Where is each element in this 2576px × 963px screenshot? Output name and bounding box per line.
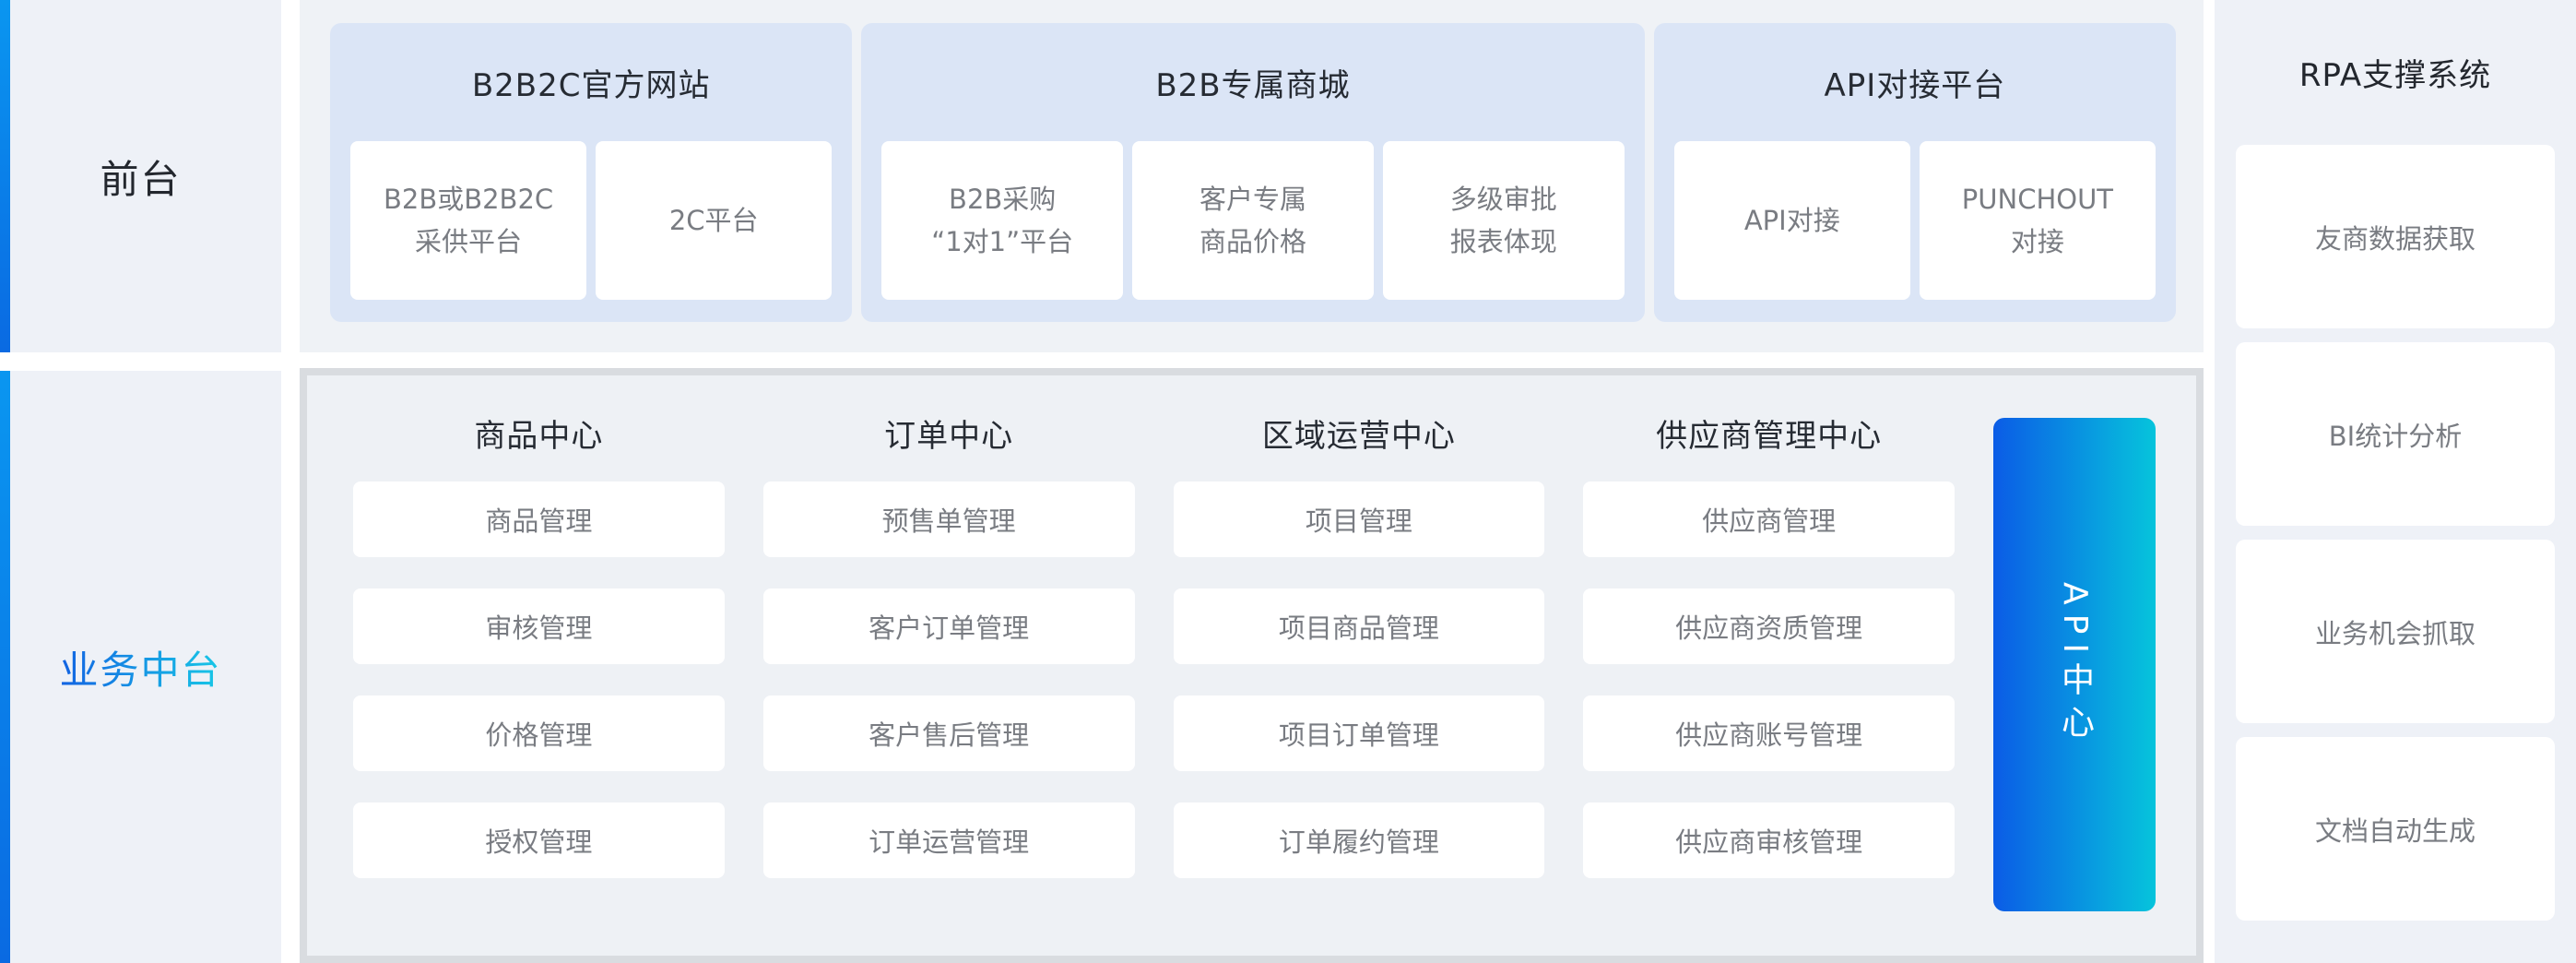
- center-title: 订单中心: [884, 418, 1014, 455]
- center-item: 供应商账号管理: [1583, 695, 1955, 771]
- group-item: 多级审批 报表体现: [1382, 141, 1625, 300]
- center-order: 订单中心 预售单管理 客户订单管理 客户售后管理 订单运营管理: [762, 418, 1135, 911]
- accent-bar: [0, 0, 10, 352]
- main-content-column: B2B2C官方网站 B2B或B2B2C 采供平台 2C平台 B2B专属商城 B2…: [300, 0, 2204, 963]
- center-item: 授权管理: [353, 802, 725, 878]
- group-item: PUNCHOUT 对接: [1919, 141, 2156, 300]
- rpa-item: 业务机会抓取: [2236, 540, 2555, 723]
- center-item: 客户订单管理: [762, 588, 1135, 664]
- front-stage-label-block: 前台: [0, 0, 281, 352]
- rpa-item: 友商数据获取: [2236, 145, 2555, 328]
- center-item: 项目商品管理: [1173, 588, 1545, 664]
- group-item: B2B或B2B2C 采供平台: [350, 141, 587, 300]
- center-supplier: 供应商管理中心 供应商管理 供应商资质管理 供应商账号管理 供应商审核管理: [1583, 418, 1955, 911]
- center-title: 供应商管理中心: [1656, 418, 1883, 455]
- stage-label-column: 前台 业务中台: [0, 0, 281, 963]
- rpa-panel: RPA支撑系统 友商数据获取 BI统计分析 业务机会抓取 文档自动生成: [2215, 0, 2576, 963]
- group-title: API对接平台: [1824, 66, 2006, 104]
- center-region-operation: 区域运营中心 项目管理 项目商品管理 项目订单管理 订单履约管理: [1173, 418, 1545, 911]
- center-item: 审核管理: [353, 588, 725, 664]
- rpa-item: BI统计分析: [2236, 342, 2555, 526]
- group-items: API对接 PUNCHOUT 对接: [1654, 141, 2176, 322]
- center-item: 商品管理: [353, 481, 725, 557]
- center-item: 供应商审核管理: [1583, 802, 1955, 878]
- center-item: 项目订单管理: [1173, 695, 1545, 771]
- rpa-title: RPA支撑系统: [2298, 57, 2492, 94]
- front-stage-panel: B2B2C官方网站 B2B或B2B2C 采供平台 2C平台 B2B专属商城 B2…: [300, 0, 2204, 352]
- group-item: API对接: [1673, 141, 1910, 300]
- group-title: B2B2C官方网站: [471, 66, 711, 104]
- group-b2b2c-website: B2B2C官方网站 B2B或B2B2C 采供平台 2C平台: [330, 23, 853, 322]
- front-stage-label: 前台: [100, 156, 182, 202]
- rpa-item: 文档自动生成: [2236, 737, 2555, 921]
- group-item: 2C平台: [596, 141, 833, 300]
- group-title: B2B专属商城: [1155, 66, 1351, 104]
- center-item: 预售单管理: [762, 481, 1135, 557]
- center-item: 供应商管理: [1583, 481, 1955, 557]
- middle-stage-panel: 商品中心 商品管理 审核管理 价格管理 授权管理 订单中心 预售单管理 客户订单…: [300, 368, 2204, 963]
- api-center-band: API中心: [1993, 418, 2156, 911]
- center-item: 客户售后管理: [762, 695, 1135, 771]
- group-items: B2B或B2B2C 采供平台 2C平台: [330, 141, 852, 322]
- group-item: 客户专属 商品价格: [1132, 141, 1374, 300]
- middle-stage-label: 业务中台: [59, 639, 221, 696]
- accent-bar: [0, 371, 10, 963]
- group-api-platform: API对接平台 API对接 PUNCHOUT 对接: [1653, 23, 2176, 322]
- center-title: 区域运营中心: [1261, 418, 1456, 455]
- api-center-label: API中心: [2056, 582, 2094, 747]
- center-item: 订单运营管理: [762, 802, 1135, 878]
- center-product: 商品中心 商品管理 审核管理 价格管理 授权管理: [353, 418, 725, 911]
- center-item: 订单履约管理: [1173, 802, 1545, 878]
- group-item: B2B采购 “1对1”平台: [881, 141, 1124, 300]
- group-items: B2B采购 “1对1”平台 客户专属 商品价格 多级审批 报表体现: [861, 141, 1644, 322]
- center-item: 价格管理: [353, 695, 725, 771]
- center-item: 供应商资质管理: [1583, 588, 1955, 664]
- group-b2b-mall: B2B专属商城 B2B采购 “1对1”平台 客户专属 商品价格 多级审批 报表体…: [861, 23, 1645, 322]
- center-title: 商品中心: [474, 418, 604, 455]
- middle-stage-label-block: 业务中台: [0, 371, 281, 963]
- center-item: 项目管理: [1173, 481, 1545, 557]
